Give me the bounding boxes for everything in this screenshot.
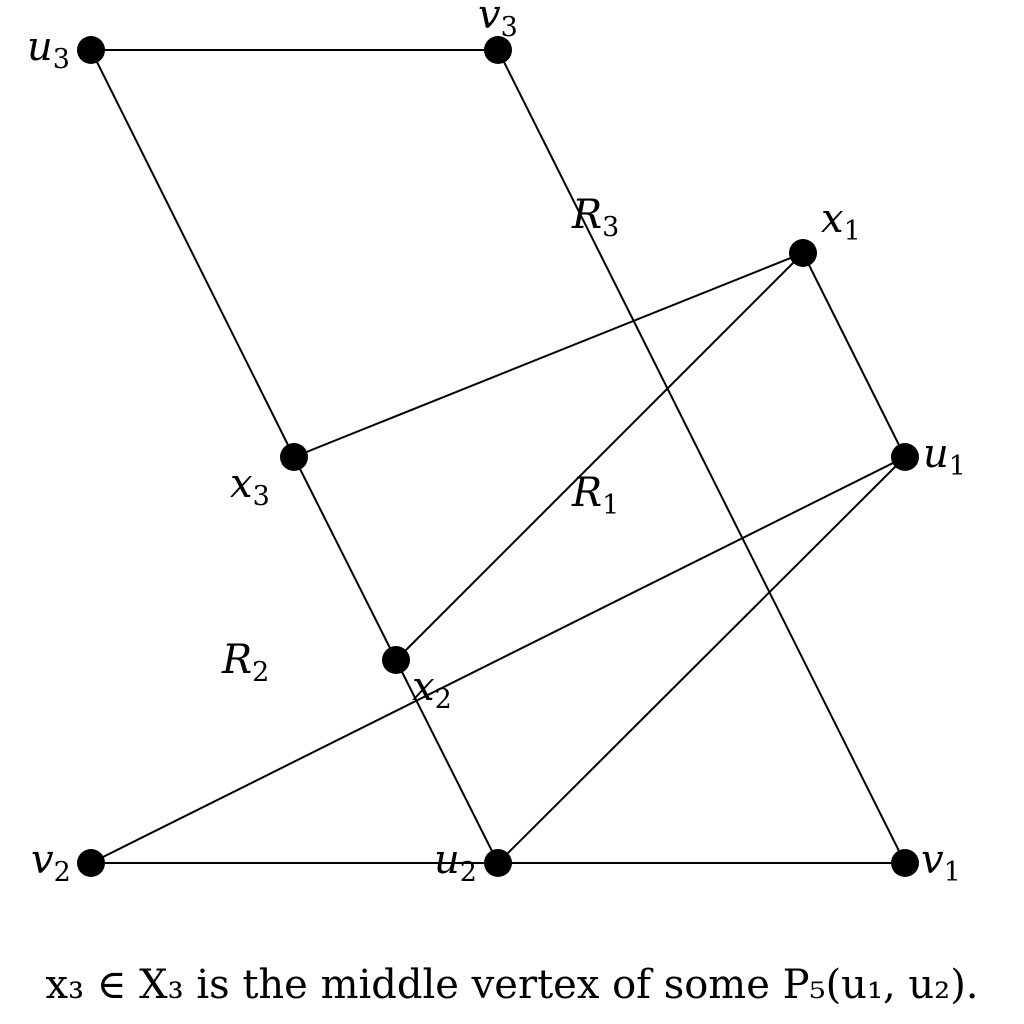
edge-x2-u2: [395, 659, 499, 864]
vertex-label-u1: u1: [923, 431, 966, 482]
vertex-label-v1: v1: [921, 837, 961, 888]
edge-u1-u2: [497, 456, 906, 864]
region-label-R2: R2: [221, 637, 269, 688]
edge-x1-x2: [395, 252, 804, 661]
edge-v3-v1: [497, 49, 906, 864]
edges: [90, 49, 906, 864]
vertex-u3: [77, 36, 105, 64]
vertices: [77, 36, 919, 877]
vertex-v3: [484, 36, 512, 64]
caption: x₃ ∈ X₃ is the middle vertex of some P₅(…: [45, 962, 979, 1008]
edge-u3-x3: [90, 49, 295, 458]
vertex-label-u2: u2: [434, 837, 477, 888]
vertex-label-x3: x3: [230, 461, 270, 512]
vertex-label-v2: v2: [31, 837, 71, 888]
vertex-x1: [789, 239, 817, 267]
edge-u1-v2: [90, 456, 906, 864]
vertex-label-x1: x1: [821, 196, 861, 247]
vertex-label-x2: x2: [412, 664, 452, 715]
edge-x3-x2: [293, 456, 397, 661]
region-label-R3: R3: [571, 192, 619, 243]
vertex-u2: [484, 849, 512, 877]
edge-x3-x1: [293, 252, 804, 458]
vertex-x3: [280, 443, 308, 471]
vertex-x2: [382, 646, 410, 674]
edge-x1-u1: [802, 252, 906, 458]
vertex-v2: [77, 849, 105, 877]
vertex-label-u3: u3: [27, 24, 70, 75]
vertex-label-v3: v3: [478, 0, 518, 43]
vertex-v1: [891, 849, 919, 877]
region-label-R1: R1: [571, 470, 619, 521]
vertex-u1: [891, 443, 919, 471]
